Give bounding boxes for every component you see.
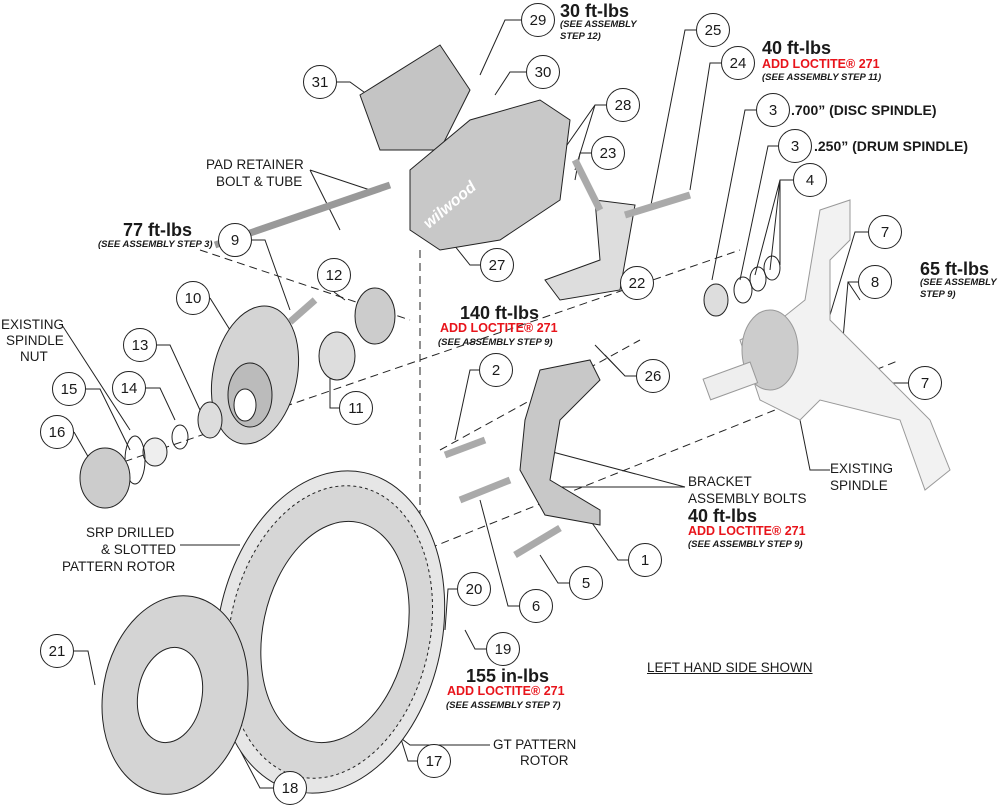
srp-rotor-label-2: & SLOTTED xyxy=(101,542,177,557)
callout-17: 17 xyxy=(417,744,451,778)
dust-cap xyxy=(79,447,131,509)
step-24: (SEE ASSEMBLY STEP 11) xyxy=(762,72,882,83)
brake-pads xyxy=(359,44,471,151)
callout-13: 13 xyxy=(123,328,157,362)
hub xyxy=(210,305,300,445)
rotor-hat xyxy=(101,595,249,795)
loctite-2: ADD LOCTITE® 271 xyxy=(440,321,558,335)
callout-3-drum: 3 xyxy=(778,129,812,163)
callout-24: 24 xyxy=(721,46,755,80)
callout-8: 8 xyxy=(858,265,892,299)
torque-19: 155 in-lbs xyxy=(466,666,550,686)
callout-11: 11 xyxy=(339,391,373,425)
callout-5: 5 xyxy=(569,566,603,600)
pad-retainer-label-1: PAD RETAINER xyxy=(206,157,304,172)
pad-retainer-label-2: BOLT & TUBE xyxy=(216,174,303,189)
callout-7-bottom: 7 xyxy=(908,366,942,400)
callout-28: 28 xyxy=(606,88,640,122)
mounting-bracket xyxy=(519,359,601,526)
torque-9: 77 ft-lbs xyxy=(123,220,193,240)
spindle-nut-label-3: NUT xyxy=(20,349,48,364)
srp-rotor-label-3: PATTERN ROTOR xyxy=(62,559,176,574)
gt-pattern-rotor xyxy=(214,470,446,794)
step-29-b: STEP 12) xyxy=(560,31,601,42)
callout-30: 30 xyxy=(526,55,560,89)
callout-2: 2 xyxy=(479,353,513,387)
callout-31: 31 xyxy=(303,65,337,99)
callout-14: 14 xyxy=(112,371,146,405)
caliper xyxy=(409,99,571,251)
step-8-a: (SEE ASSEMBLY xyxy=(920,277,997,288)
bolts xyxy=(287,158,692,559)
callout-6: 6 xyxy=(519,589,553,623)
callout-15: 15 xyxy=(52,372,86,406)
torque-8: 65 ft-lbs xyxy=(920,259,990,279)
gt-rotor-label-1: GT PATTERN xyxy=(493,737,577,752)
existing-spindle-label-2: SPINDLE xyxy=(830,478,888,493)
callout-16: 16 xyxy=(40,415,74,449)
left-hand-side-note: LEFT HAND SIDE SHOWN xyxy=(647,660,813,675)
callout-21: 21 xyxy=(40,634,74,668)
loctite-19: ADD LOCTITE® 271 xyxy=(447,684,565,698)
spindle-nut-label-2: SPINDLE xyxy=(6,333,64,348)
seal xyxy=(354,287,396,345)
srp-rotor-label-1: SRP DRILLED xyxy=(86,525,175,540)
gt-rotor-label-2: ROTOR xyxy=(520,753,569,768)
loctite-24: ADD LOCTITE® 271 xyxy=(762,57,880,71)
existing-spindle xyxy=(702,199,951,491)
callout-25: 25 xyxy=(696,13,730,47)
step-9: (SEE ASSEMBLY STEP 3) xyxy=(98,239,213,250)
spindle-nut-label-1: EXISTING xyxy=(1,317,65,332)
spindle-spacers xyxy=(703,255,781,317)
callout-22: 22 xyxy=(620,266,654,300)
callout-29: 29 xyxy=(521,3,555,37)
callout-3-disc: 3 xyxy=(756,93,790,127)
inner-bearing xyxy=(197,401,223,439)
callout-26: 26 xyxy=(636,359,670,393)
torque-bracket: 40 ft-lbs xyxy=(688,506,758,526)
drum-spindle-label: .250” (DRUM SPINDLE) xyxy=(814,138,969,154)
step-29-a: (SEE ASSEMBLY xyxy=(560,19,637,30)
washer xyxy=(171,424,189,450)
step-bracket: (SEE ASSEMBLY STEP 9) xyxy=(688,539,803,550)
callout-18: 18 xyxy=(273,771,307,805)
bracket-bolts-label-2: ASSEMBLY BOLTS xyxy=(688,491,807,506)
callout-10: 10 xyxy=(176,281,210,315)
callout-7-top: 7 xyxy=(868,215,902,249)
callout-4: 4 xyxy=(793,163,827,197)
disc-spindle-label: .700” (DISC SPINDLE) xyxy=(791,102,937,118)
step-19: (SEE ASSEMBLY STEP 7) xyxy=(446,700,561,711)
spindle-nut xyxy=(142,437,168,467)
bracket-bolts-label-1: BRACKET xyxy=(688,474,752,489)
callout-23: 23 xyxy=(591,136,625,170)
torque-2: 140 ft-lbs xyxy=(460,303,540,323)
torque-24: 40 ft-lbs xyxy=(762,38,832,58)
caliper-mount-bracket xyxy=(544,199,636,301)
callout-20: 20 xyxy=(457,572,491,606)
existing-spindle-label-1: EXISTING xyxy=(830,461,894,476)
callout-12: 12 xyxy=(317,258,351,292)
callout-1: 1 xyxy=(628,543,662,577)
callout-19: 19 xyxy=(486,632,520,666)
callout-27: 27 xyxy=(480,248,514,282)
step-8-b: STEP 9) xyxy=(920,289,956,300)
loctite-bracket: ADD LOCTITE® 271 xyxy=(688,524,806,538)
callout-9: 9 xyxy=(218,223,252,257)
torque-29: 30 ft-lbs xyxy=(560,1,630,21)
step-2: (SEE ASSEMBLY STEP 9) xyxy=(438,337,553,348)
outer-bearing xyxy=(318,331,356,381)
